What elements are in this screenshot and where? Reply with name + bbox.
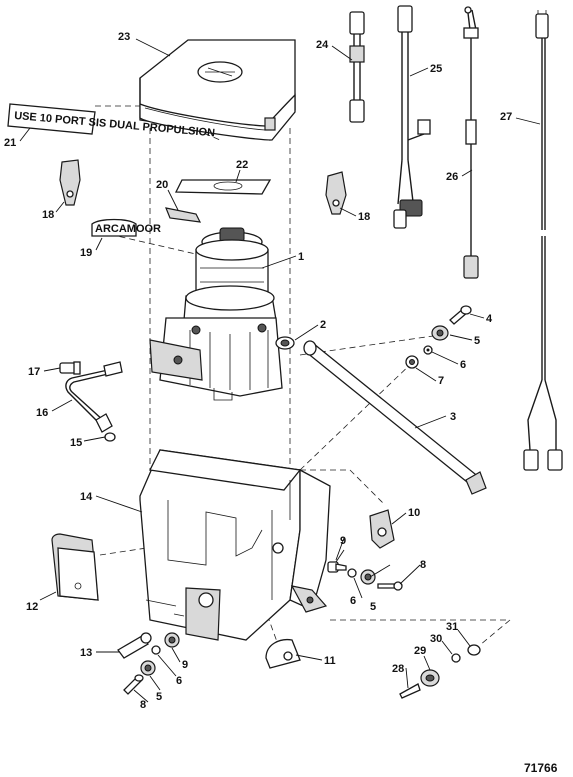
callout-2: 2 bbox=[320, 319, 326, 331]
callout-4: 4 bbox=[486, 313, 493, 325]
callout-8-left: 8 bbox=[140, 699, 146, 711]
callout-24: 24 bbox=[316, 39, 329, 51]
harness-24 bbox=[349, 11, 365, 123]
callout-18-right: 18 bbox=[358, 211, 370, 223]
decal-19: ARCAMOOR bbox=[91, 218, 161, 237]
screw-8-left bbox=[123, 674, 144, 695]
washer-6-upper bbox=[423, 345, 433, 355]
clip-18-right bbox=[325, 171, 347, 215]
callout-3: 3 bbox=[450, 411, 456, 423]
fitting-2 bbox=[275, 336, 295, 350]
gasket-22 bbox=[174, 179, 272, 195]
callout-8-right: 8 bbox=[420, 559, 426, 571]
screw-8-right bbox=[377, 581, 403, 591]
stud-9-right bbox=[327, 561, 347, 573]
pad-20 bbox=[165, 207, 202, 223]
clip-10 bbox=[369, 509, 395, 549]
callout-26: 26 bbox=[446, 171, 458, 183]
callout-9-left: 9 bbox=[182, 659, 188, 671]
callout-6-upper: 6 bbox=[460, 359, 466, 371]
pump-assembly-1 bbox=[149, 227, 283, 401]
callout-20: 20 bbox=[156, 179, 168, 191]
panel-12 bbox=[51, 533, 99, 601]
callout-5-left: 5 bbox=[156, 691, 162, 703]
callout-6-left: 6 bbox=[176, 675, 182, 687]
callout-13: 13 bbox=[80, 647, 92, 659]
callout-17: 17 bbox=[28, 366, 40, 378]
leader-lines bbox=[19, 38, 541, 703]
tube-3 bbox=[303, 340, 487, 495]
callout-5-right: 5 bbox=[370, 601, 376, 613]
callout-11: 11 bbox=[324, 655, 336, 667]
cover-23 bbox=[139, 39, 296, 141]
callout-10: 10 bbox=[408, 507, 420, 519]
washer-6-left bbox=[151, 645, 161, 655]
cap-11 bbox=[265, 638, 301, 669]
stud-13 bbox=[117, 632, 152, 659]
harness-26 bbox=[463, 6, 479, 279]
hose-16 bbox=[65, 361, 123, 433]
harness-25 bbox=[393, 5, 431, 229]
callout-6-right: 6 bbox=[350, 595, 356, 607]
callout-25: 25 bbox=[430, 63, 442, 75]
callout-7: 7 bbox=[438, 375, 444, 387]
harness-27 bbox=[523, 10, 563, 471]
washer-6-right bbox=[347, 568, 357, 578]
bushing-7 bbox=[405, 355, 419, 369]
decal-19-text: ARCAMOOR bbox=[95, 223, 161, 235]
washer-30 bbox=[451, 653, 461, 663]
grommet-5-upper bbox=[431, 325, 449, 341]
o-ring-15 bbox=[104, 432, 116, 442]
grommet-9-left bbox=[164, 632, 180, 648]
screw-4 bbox=[449, 305, 472, 325]
callout-14: 14 bbox=[80, 491, 93, 503]
callout-12: 12 bbox=[26, 601, 38, 613]
figure-number: 71766 bbox=[524, 761, 558, 775]
callout-28: 28 bbox=[392, 663, 404, 675]
callout-21: 21 bbox=[4, 137, 16, 149]
callout-1: 1 bbox=[298, 251, 304, 263]
callout-9-right: 9 bbox=[340, 535, 346, 547]
clip-18-left bbox=[59, 159, 81, 206]
callout-27: 27 bbox=[500, 111, 512, 123]
fitting-17 bbox=[59, 361, 81, 375]
grommet-5-left bbox=[140, 660, 156, 676]
callout-22: 22 bbox=[236, 159, 248, 171]
grommet-5-right bbox=[360, 569, 376, 585]
callout-29: 29 bbox=[414, 645, 426, 657]
knob-29 bbox=[420, 669, 440, 687]
callout-labels: 1 2 3 4 5 5 5 6 6 6 7 8 8 9 9 10 11 12 1… bbox=[4, 31, 512, 711]
screw-31 bbox=[467, 644, 481, 656]
callout-5-upper: 5 bbox=[474, 335, 480, 347]
callout-15: 15 bbox=[70, 437, 82, 449]
callout-18-left: 18 bbox=[42, 209, 54, 221]
callout-31: 31 bbox=[446, 621, 458, 633]
callout-16: 16 bbox=[36, 407, 48, 419]
screw-28 bbox=[399, 683, 421, 699]
bracket-14 bbox=[139, 449, 331, 641]
callout-19: 19 bbox=[80, 247, 92, 259]
callout-30: 30 bbox=[430, 633, 442, 645]
callout-23: 23 bbox=[118, 31, 130, 43]
